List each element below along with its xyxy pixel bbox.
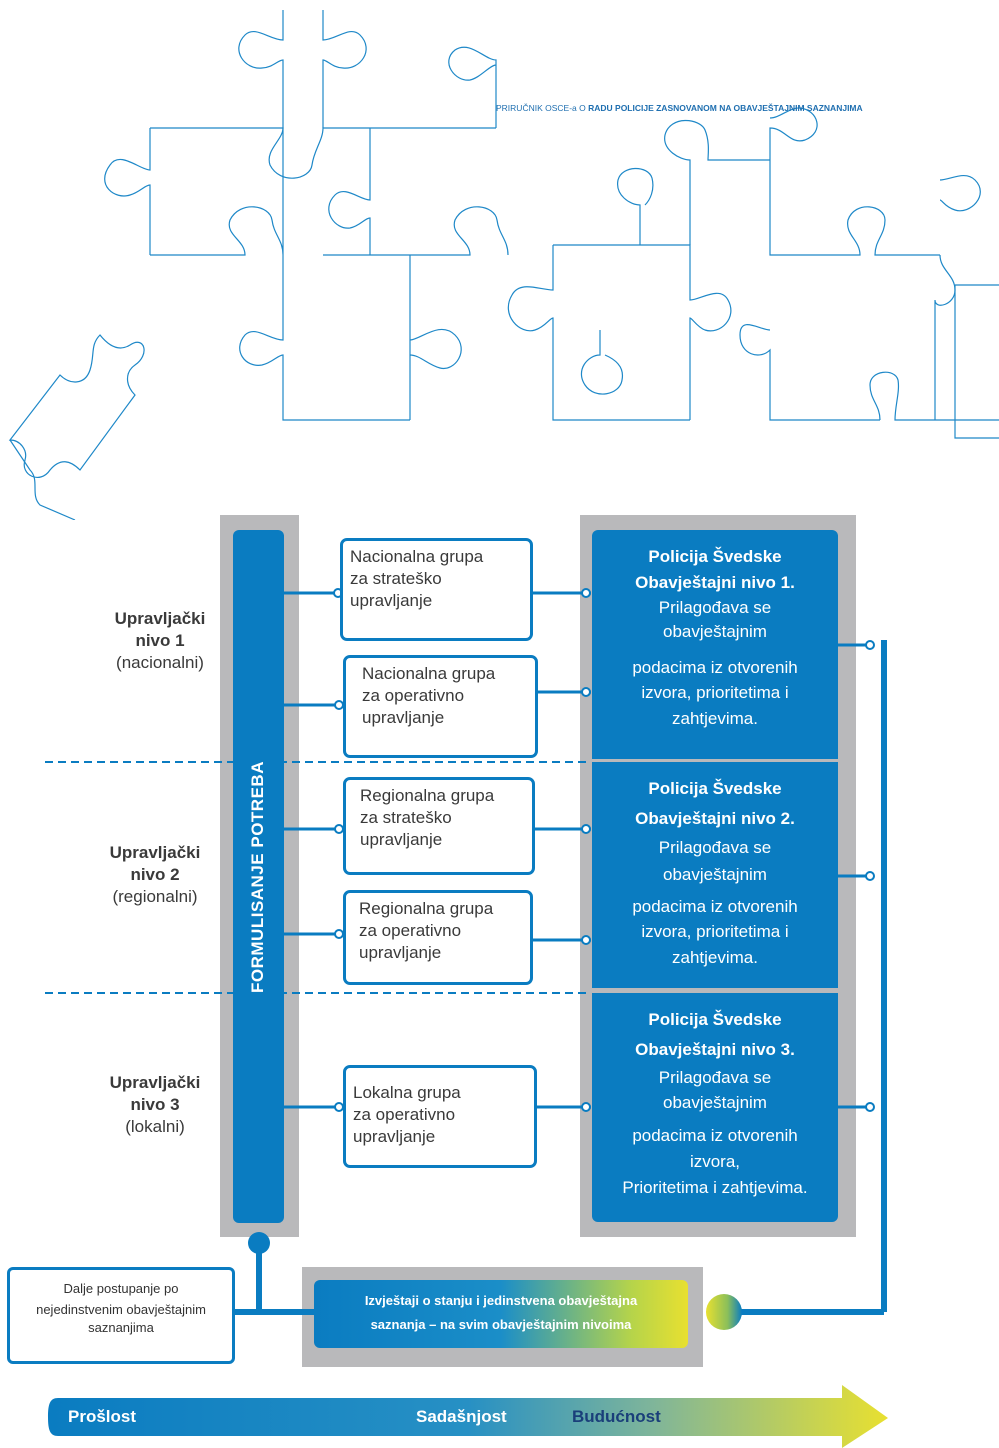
intel-1-title-line2: Obavještajni nivo 1. [635, 573, 795, 592]
report-line2: saznanja – na svim obavještajnim nivoima [370, 1317, 632, 1332]
intel-level-2-box: Policija Švedske Obavještajni nivo 2. Pr… [592, 762, 838, 988]
group-5-line1: Lokalna grupa [353, 1083, 461, 1102]
timeline-future: Budućnost [572, 1407, 661, 1426]
group-3-line3: upravljanje [360, 830, 443, 849]
level-2-name-line2: nivo 2 [130, 865, 180, 884]
intel-2-line2: obavještajnim [663, 865, 767, 884]
intel-1-line3: podacima iz otvorenih [632, 658, 798, 677]
puzzle-decoration [8, 10, 999, 520]
report-line1: Izvještaji o stanju i jedinstvena obavje… [364, 1293, 638, 1308]
management-level-2: Upravljački nivo 2 (regionalni) [75, 842, 235, 908]
header-prefix: PRIRUČNIK OSCE-a O [496, 103, 589, 113]
group-4-line1: Regionalna grupa [359, 899, 494, 918]
group-4-line2: za operativno [359, 921, 462, 940]
intel-2-title-line1: Policija Švedske [648, 779, 782, 798]
followup-line2: nejedinstvenim obavještajnim [36, 1302, 206, 1317]
group-box-national-strategic: Nacionalna grupa za strateško upravljanj… [340, 538, 533, 641]
intel-level-3-box: Policija Švedske Obavještajni nivo 3. Pr… [592, 993, 838, 1222]
intel-2-line4: izvora, prioritetima i [641, 922, 789, 941]
intel-3-title-line2: Obavještajni nivo 3. [635, 1040, 795, 1059]
level-3-scope: (lokalni) [125, 1117, 185, 1136]
group-1-line1: Nacionalna grupa [350, 547, 484, 566]
group-2-line2: za operativno [362, 686, 465, 705]
group-2-line1: Nacionalna grupa [362, 664, 496, 683]
document-header: PRIRUČNIK OSCE-a O RADU POLICIJE ZASNOVA… [496, 103, 863, 113]
group-1-line3: upravljanje [350, 591, 433, 610]
intel-3-line1: Prilagođava se [658, 1068, 772, 1087]
intel-2-title-line2: Obavještajni nivo 2. [635, 809, 795, 828]
level-1-name-line1: Upravljački [114, 609, 206, 628]
intel-level-1-box: Policija Švedske Obavještajni nivo 1. Pr… [592, 530, 838, 759]
level-3-name-line2: nivo 3 [130, 1095, 180, 1114]
intel-3-line2: obavještajnim [663, 1093, 767, 1112]
report-box: Izvještaji o stanju i jedinstvena obavje… [314, 1280, 688, 1348]
group-box-regional-strategic: Regionalna grupa za strateško upravljanj… [343, 777, 535, 875]
intel-2-line5: zahtjevima. [672, 948, 758, 967]
followup-line3: saznanjima [88, 1320, 154, 1335]
intel-2-line1: Prilagođava se [658, 838, 772, 857]
level-1-name-line2: nivo 1 [135, 631, 185, 650]
needs-formulation-bar [233, 530, 284, 1223]
needs-formulation-label: FORMULISANJE POTREBA [248, 761, 267, 993]
intel-1-line5: zahtjevima. [672, 709, 758, 728]
level-3-name-line1: Upravljački [109, 1073, 201, 1092]
intel-3-line5: Prioritetima i zahtjevima. [622, 1178, 808, 1197]
group-1-line2: za strateško [350, 569, 442, 588]
intel-1-line1: Prilagođava se [658, 598, 772, 617]
header-title: RADU POLICIJE ZASNOVANOM NA OBAVJEŠTAJNI… [588, 103, 863, 113]
group-box-regional-operative: Regionalna grupa za operativno upravljan… [343, 890, 533, 985]
intel-2-line3: podacima iz otvorenih [632, 897, 798, 916]
group-3-line1: Regionalna grupa [360, 786, 495, 805]
intel-3-line4: izvora, [689, 1152, 741, 1171]
group-5-line3: upravljanje [353, 1127, 436, 1146]
followup-note: Dalje postupanje po nejedinstvenim obavj… [7, 1267, 235, 1364]
level-2-name-line1: Upravljački [109, 843, 201, 862]
group-5-line2: za operativno [353, 1105, 456, 1124]
followup-line1: Dalje postupanje po [63, 1281, 179, 1296]
intel-1-title-line1: Policija Švedske [648, 547, 782, 566]
intel-3-line3: podacima iz otvorenih [632, 1126, 798, 1145]
intel-3-title-line1: Policija Švedske [648, 1010, 782, 1029]
level-2-scope: (regionalni) [112, 887, 198, 906]
intel-1-line4: izvora, prioritetima i [641, 683, 789, 702]
management-level-1: Upravljački nivo 1 (nacionalni) [80, 608, 240, 674]
management-level-3: Upravljački nivo 3 (lokalni) [75, 1072, 235, 1138]
group-box-national-operative: Nacionalna grupa za operativno upravljan… [343, 655, 538, 758]
group-2-line3: upravljanje [362, 708, 445, 727]
intel-1-line2: obavještajnim [663, 622, 767, 641]
group-4-line3: upravljanje [359, 943, 442, 962]
timeline-past: Prošlost [68, 1407, 137, 1426]
group-box-local-operative: Lokalna grupa za operativno upravljanje [343, 1065, 537, 1168]
level-1-scope: (nacionalni) [116, 653, 204, 672]
group-3-line2: za strateško [360, 808, 452, 827]
timeline-present: Sadašnjost [416, 1407, 507, 1426]
